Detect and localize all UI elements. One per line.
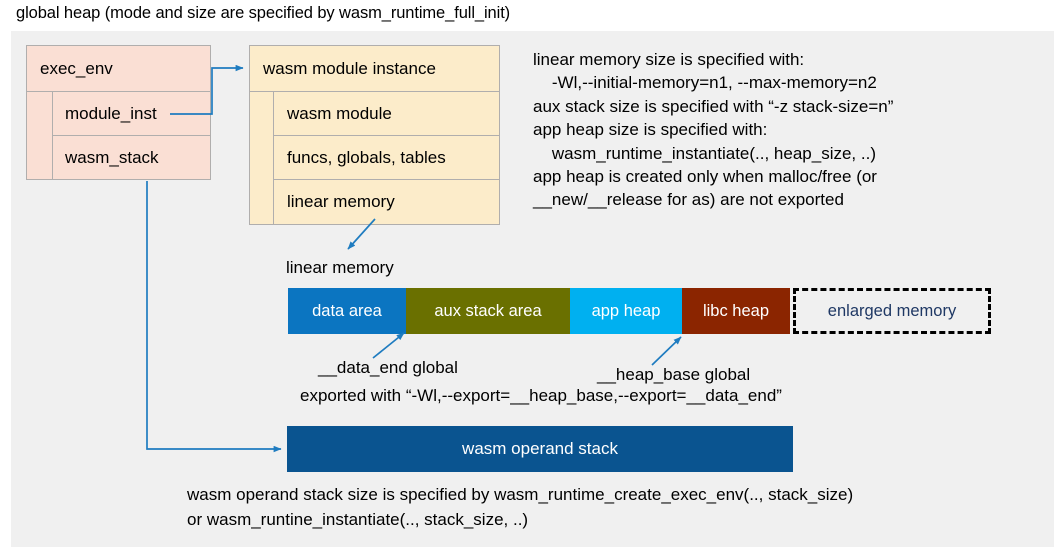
- wasm-module-instance-group: wasm module instance wasm module funcs, …: [249, 45, 500, 225]
- memory-segment-enlarged-memory: enlarged memory: [793, 288, 991, 334]
- memory-segment-data-area: data area: [288, 288, 406, 334]
- module-instance-header: wasm module instance: [249, 45, 500, 92]
- linear-memory-bar: data area aux stack area app heap libc h…: [288, 288, 991, 334]
- wasm-operand-stack-box: wasm operand stack: [287, 426, 793, 472]
- annotation-heap-base-global: __heap_base global: [597, 365, 751, 384]
- exec-env-group: exec_env module_inst wasm_stack: [26, 45, 211, 180]
- module-instance-field-wasm-module: wasm module: [273, 91, 500, 136]
- memory-configuration-notes: linear memory size is specified with: -W…: [533, 50, 894, 210]
- memory-segment-libc-heap: libc heap: [682, 288, 790, 334]
- module-instance-field-funcs-globals-tables: funcs, globals, tables: [273, 135, 500, 180]
- annotation-exported-with: exported with “-Wl,--export=__heap_base,…: [300, 386, 782, 405]
- operand-stack-caption: wasm operand stack size is specified by …: [187, 485, 854, 529]
- annotation-data-end-global: __data_end global: [318, 358, 458, 377]
- memory-segment-app-heap: app heap: [570, 288, 682, 334]
- memory-segment-aux-stack-area: aux stack area: [406, 288, 570, 334]
- linear-memory-bar-label: linear memory: [286, 258, 394, 277]
- page-title: global heap (mode and size are specified…: [16, 4, 511, 22]
- module-instance-field-linear-memory: linear memory: [273, 179, 500, 225]
- exec-env-header: exec_env: [26, 45, 211, 92]
- exec-env-field-wasm-stack: wasm_stack: [52, 135, 211, 180]
- exec-env-field-module-inst: module_inst: [52, 91, 211, 136]
